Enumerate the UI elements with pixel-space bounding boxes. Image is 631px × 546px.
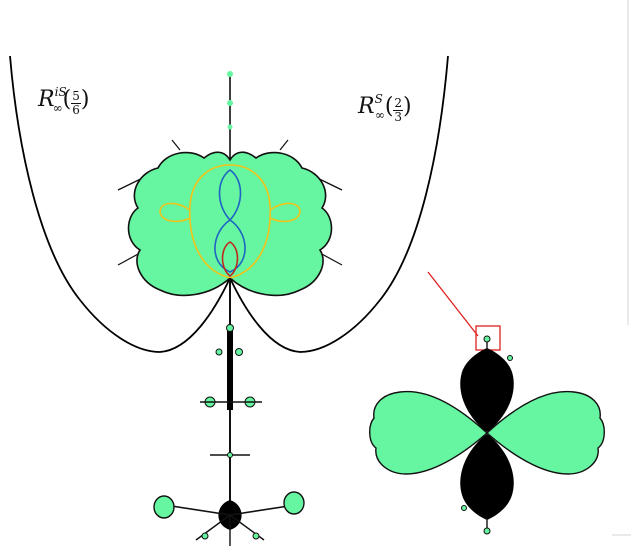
julia-set-main [117,71,343,546]
julia-set-inset [369,335,605,535]
